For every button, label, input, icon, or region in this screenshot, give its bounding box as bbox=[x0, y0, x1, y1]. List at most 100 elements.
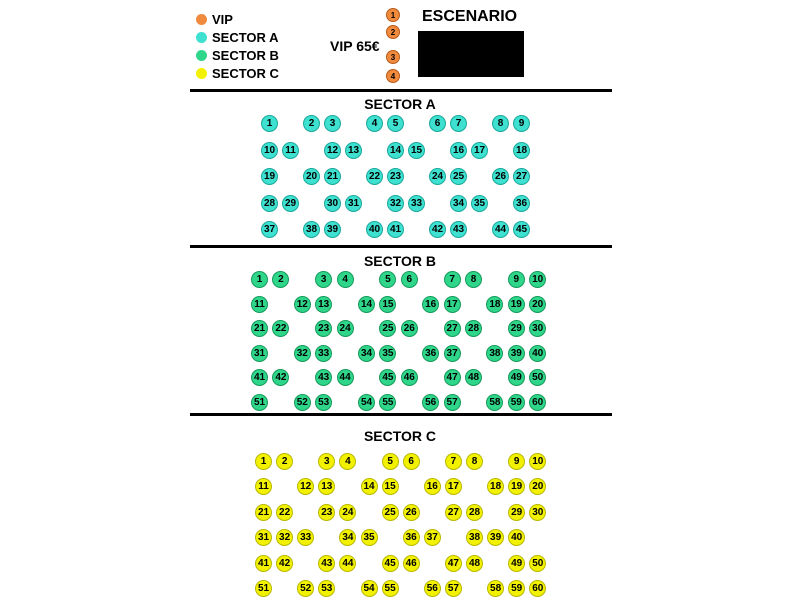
seat-sector-b[interactable]: 11 bbox=[251, 295, 268, 313]
seat-sector-a[interactable]: 2 bbox=[303, 115, 320, 132]
seat-sector-c[interactable]: 16 bbox=[423, 478, 441, 496]
seat-sector-c[interactable]: 37 bbox=[423, 529, 441, 547]
vip-seat[interactable]: 4 bbox=[386, 69, 400, 83]
seat-sector-a[interactable]: 12 bbox=[324, 141, 341, 159]
seat-sector-c[interactable]: 13 bbox=[318, 478, 336, 496]
seat-sector-b[interactable]: 58 bbox=[486, 393, 504, 411]
seat-sector-c[interactable]: 8 bbox=[466, 453, 483, 470]
seat-sector-c[interactable]: 44 bbox=[339, 554, 357, 572]
seat-sector-b[interactable]: 26 bbox=[400, 320, 418, 337]
seat-sector-c[interactable]: 43 bbox=[318, 554, 336, 572]
seat-sector-a[interactable]: 18 bbox=[513, 141, 530, 159]
seat-sector-b[interactable]: 32 bbox=[293, 344, 311, 362]
seat-sector-c[interactable]: 6 bbox=[402, 453, 420, 470]
seat-sector-b[interactable]: 27 bbox=[443, 320, 461, 337]
seat-sector-b[interactable]: 39 bbox=[507, 344, 525, 362]
seat-sector-c[interactable]: 24 bbox=[339, 503, 357, 521]
seat-sector-a[interactable]: 30 bbox=[324, 194, 341, 212]
seat-sector-b[interactable]: 25 bbox=[379, 320, 397, 337]
seat-sector-c[interactable]: 21 bbox=[255, 503, 272, 521]
seat-sector-c[interactable]: 42 bbox=[276, 554, 294, 572]
seat-sector-c[interactable]: 45 bbox=[381, 554, 399, 572]
seat-sector-c[interactable]: 20 bbox=[529, 478, 547, 496]
seat-sector-b[interactable]: 3 bbox=[315, 271, 333, 288]
seat-sector-b[interactable]: 40 bbox=[529, 344, 547, 362]
seat-sector-c[interactable]: 17 bbox=[444, 478, 462, 496]
seat-sector-c[interactable]: 32 bbox=[276, 529, 294, 547]
seat-sector-c[interactable]: 46 bbox=[402, 554, 420, 572]
seat-sector-b[interactable]: 18 bbox=[486, 295, 504, 313]
seat-sector-c[interactable]: 54 bbox=[360, 580, 378, 597]
seat-sector-b[interactable]: 20 bbox=[529, 295, 547, 313]
seat-sector-b[interactable]: 1 bbox=[251, 271, 268, 288]
seat-sector-c[interactable]: 33 bbox=[297, 529, 315, 547]
seat-sector-a[interactable]: 11 bbox=[282, 141, 299, 159]
seat-sector-a[interactable]: 16 bbox=[450, 141, 467, 159]
seat-sector-a[interactable]: 38 bbox=[303, 221, 320, 238]
seat-sector-b[interactable]: 30 bbox=[529, 320, 547, 337]
seat-sector-a[interactable]: 17 bbox=[471, 141, 488, 159]
seat-sector-a[interactable]: 28 bbox=[261, 194, 278, 212]
seat-sector-b[interactable]: 47 bbox=[443, 369, 461, 386]
seat-sector-c[interactable]: 57 bbox=[444, 580, 462, 597]
seat-sector-a[interactable]: 19 bbox=[261, 168, 278, 185]
seat-sector-c[interactable]: 36 bbox=[402, 529, 420, 547]
seat-sector-b[interactable]: 48 bbox=[465, 369, 482, 386]
seat-sector-b[interactable]: 33 bbox=[315, 344, 333, 362]
seat-sector-c[interactable]: 22 bbox=[276, 503, 294, 521]
seat-sector-b[interactable]: 55 bbox=[379, 393, 397, 411]
seat-sector-a[interactable]: 25 bbox=[450, 168, 467, 185]
seat-sector-c[interactable]: 1 bbox=[255, 453, 272, 470]
seat-sector-a[interactable]: 9 bbox=[513, 115, 530, 132]
seat-sector-b[interactable]: 5 bbox=[379, 271, 397, 288]
seat-sector-b[interactable]: 9 bbox=[507, 271, 525, 288]
seat-sector-b[interactable]: 34 bbox=[358, 344, 375, 362]
seat-sector-b[interactable]: 44 bbox=[336, 369, 354, 386]
seat-sector-b[interactable]: 60 bbox=[529, 393, 547, 411]
seat-sector-b[interactable]: 36 bbox=[422, 344, 440, 362]
seat-sector-b[interactable]: 41 bbox=[251, 369, 268, 386]
seat-sector-b[interactable]: 22 bbox=[272, 320, 290, 337]
seat-sector-a[interactable]: 29 bbox=[282, 194, 299, 212]
seat-sector-b[interactable]: 43 bbox=[315, 369, 333, 386]
seat-sector-b[interactable]: 57 bbox=[443, 393, 461, 411]
seat-sector-c[interactable]: 23 bbox=[318, 503, 336, 521]
seat-sector-a[interactable]: 7 bbox=[450, 115, 467, 132]
seat-sector-c[interactable]: 60 bbox=[529, 580, 547, 597]
seat-sector-a[interactable]: 4 bbox=[366, 115, 383, 132]
seat-sector-c[interactable]: 12 bbox=[297, 478, 315, 496]
seat-sector-c[interactable]: 41 bbox=[255, 554, 272, 572]
seat-sector-b[interactable]: 54 bbox=[358, 393, 375, 411]
seat-sector-b[interactable]: 12 bbox=[293, 295, 311, 313]
seat-sector-c[interactable]: 53 bbox=[318, 580, 336, 597]
seat-sector-c[interactable]: 38 bbox=[466, 529, 483, 547]
seat-sector-a[interactable]: 44 bbox=[492, 221, 509, 238]
seat-sector-a[interactable]: 35 bbox=[471, 194, 488, 212]
seat-sector-c[interactable]: 50 bbox=[529, 554, 547, 572]
seat-sector-c[interactable]: 4 bbox=[339, 453, 357, 470]
seat-sector-c[interactable]: 11 bbox=[255, 478, 272, 496]
seat-sector-b[interactable]: 37 bbox=[443, 344, 461, 362]
seat-sector-a[interactable]: 45 bbox=[513, 221, 530, 238]
seat-sector-b[interactable]: 31 bbox=[251, 344, 268, 362]
seat-sector-b[interactable]: 35 bbox=[379, 344, 397, 362]
vip-seat[interactable]: 2 bbox=[386, 25, 400, 39]
seat-sector-a[interactable]: 32 bbox=[387, 194, 404, 212]
seat-sector-c[interactable]: 29 bbox=[508, 503, 526, 521]
seat-sector-b[interactable]: 14 bbox=[358, 295, 375, 313]
seat-sector-a[interactable]: 13 bbox=[345, 141, 362, 159]
seat-sector-b[interactable]: 8 bbox=[465, 271, 482, 288]
seat-sector-a[interactable]: 23 bbox=[387, 168, 404, 185]
seat-sector-a[interactable]: 8 bbox=[492, 115, 509, 132]
seat-sector-c[interactable]: 55 bbox=[381, 580, 399, 597]
seat-sector-a[interactable]: 27 bbox=[513, 168, 530, 185]
seat-sector-b[interactable]: 23 bbox=[315, 320, 333, 337]
seat-sector-b[interactable]: 6 bbox=[400, 271, 418, 288]
seat-sector-c[interactable]: 26 bbox=[402, 503, 420, 521]
seat-sector-a[interactable]: 40 bbox=[366, 221, 383, 238]
seat-sector-b[interactable]: 16 bbox=[422, 295, 440, 313]
seat-sector-c[interactable]: 18 bbox=[487, 478, 505, 496]
seat-sector-c[interactable]: 40 bbox=[508, 529, 526, 547]
seat-sector-a[interactable]: 22 bbox=[366, 168, 383, 185]
seat-sector-c[interactable]: 48 bbox=[466, 554, 483, 572]
